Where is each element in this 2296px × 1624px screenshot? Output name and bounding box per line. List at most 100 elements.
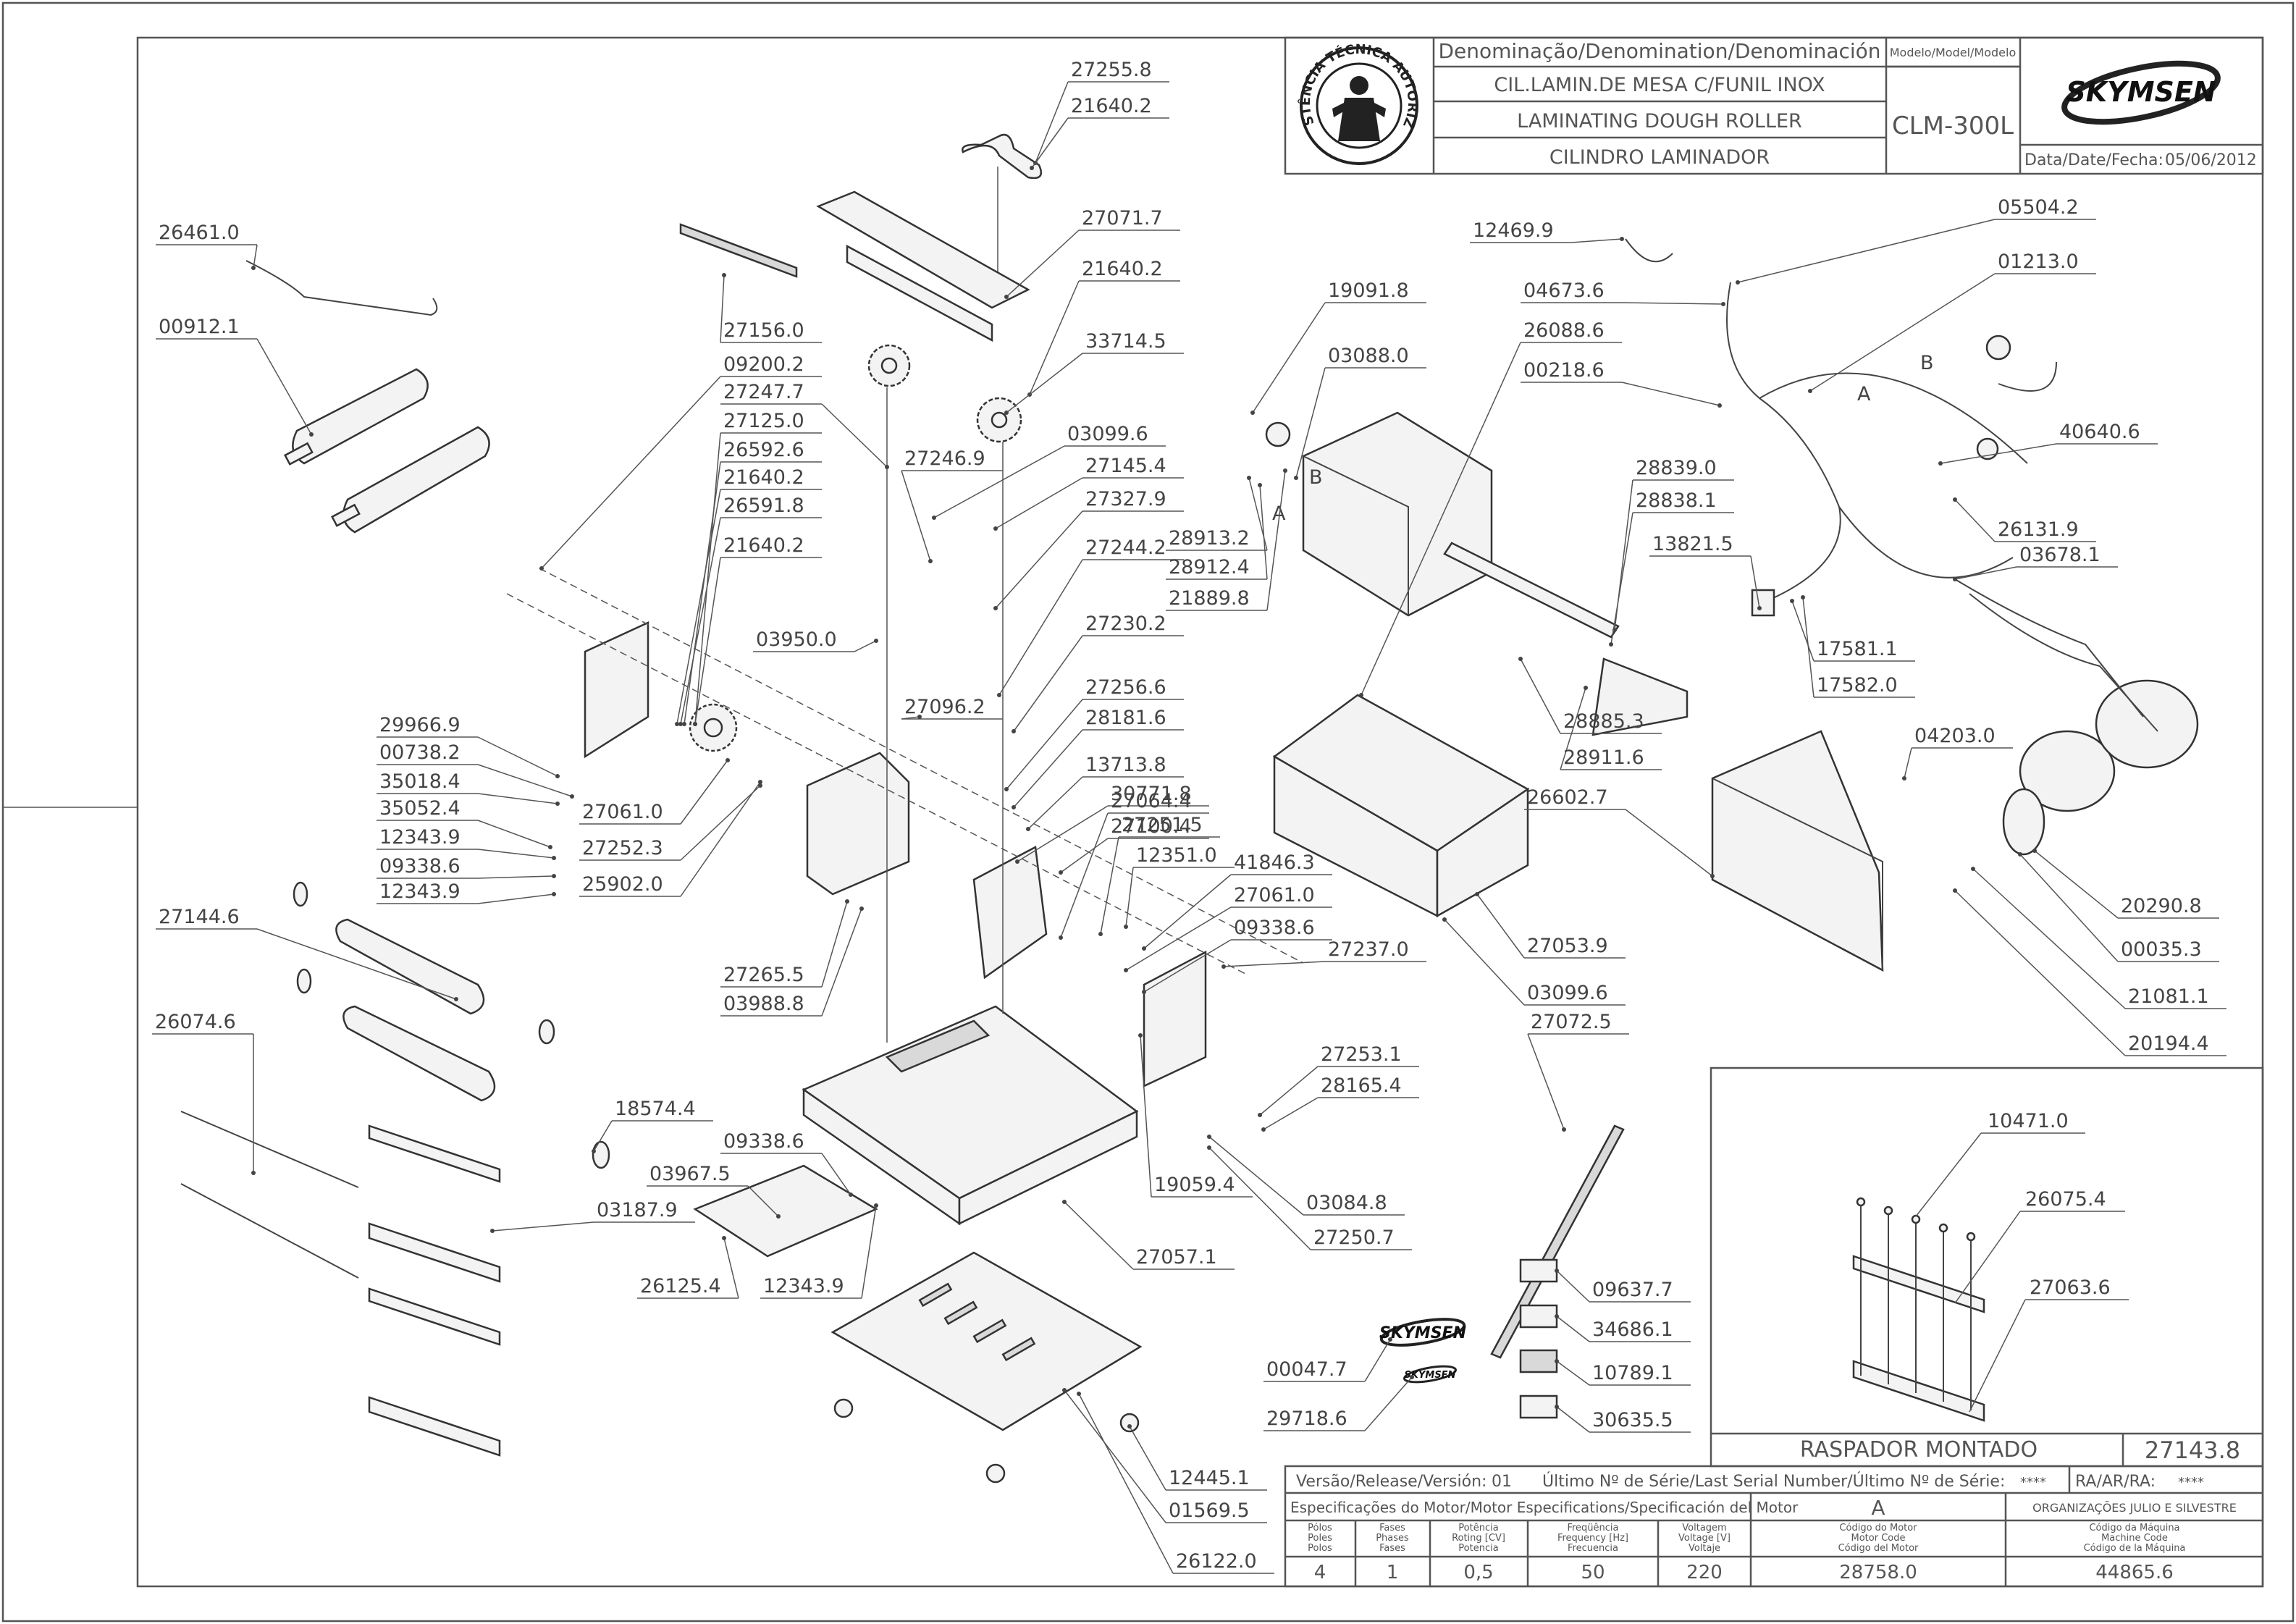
callout-35: 12343.9 (377, 880, 556, 904)
spec-header: Poles (1308, 1533, 1332, 1544)
callout-dot (1250, 411, 1255, 415)
callout-9: 09200.2 (539, 353, 822, 571)
callout-dot (1030, 166, 1034, 170)
part-number: 21081.1 (2128, 985, 2209, 1008)
callout-47: 27265.5 (720, 899, 849, 988)
callout-leader (747, 1185, 779, 1217)
callout-leader (1252, 302, 1326, 413)
top-cover (816, 190, 1030, 309)
callout-dot (928, 559, 933, 563)
callout-dot (993, 526, 998, 531)
part-number: 12343.9 (763, 1275, 844, 1297)
motor-spec-columns: PólosPolesPolos4FasesPhasesFases1Potênci… (1308, 1523, 2185, 1583)
part-number: 27256.6 (1085, 676, 1166, 699)
part-number: 12343.9 (379, 826, 461, 849)
callout-dot (1757, 606, 1762, 610)
motor-spec-label: Especificações do Motor/Motor Especifica… (1290, 1499, 1799, 1516)
callout-dot (1059, 935, 1063, 940)
callout-84: 26602.7 (1524, 786, 1715, 878)
part-number: 00738.2 (379, 741, 461, 764)
spec-header: Voltaje (1689, 1543, 1720, 1554)
spec-header: Frecuencia (1568, 1543, 1618, 1554)
part-number: 19059.4 (1154, 1174, 1235, 1196)
callout-leader (821, 1153, 851, 1195)
part-number: 27230.2 (1085, 613, 1166, 635)
spec-header: Pólos (1308, 1523, 1332, 1533)
callout-leader (998, 559, 1083, 696)
callout-leader (1013, 729, 1083, 808)
callout-8: 27156.0 (720, 273, 822, 343)
spec-header: Código do Motor (1839, 1523, 1917, 1533)
model-value: CLM-300L (1892, 112, 2014, 140)
callout-leader (1064, 1201, 1134, 1270)
inset-title: RASPADOR MONTADO (1800, 1437, 2038, 1463)
callout-leader (995, 510, 1083, 609)
callout-64: 04673.6 (1521, 279, 1725, 306)
spec-header: Frequency [Hz] (1557, 1533, 1628, 1544)
part-number: 29966.9 (379, 714, 461, 736)
callout-41: 12351.0 (1124, 844, 1235, 929)
callout-76: 26131.9 (1953, 497, 2096, 542)
part-number: 27327.9 (1085, 488, 1166, 510)
callout-leader (1208, 1136, 1304, 1216)
callout-dot (1207, 1135, 1211, 1139)
spec-value: 0,5 (1463, 1562, 1493, 1583)
callout-dot (1442, 917, 1447, 922)
callout-dot (1258, 483, 1262, 487)
callout-dot (758, 783, 762, 788)
callout-44: 09338.6 (1142, 917, 1332, 994)
part-number: 26602.7 (1527, 786, 1608, 809)
callout-33: 12343.9 (377, 826, 556, 860)
motor-cabinet (1272, 694, 1530, 918)
callout-leader (1556, 1406, 1590, 1433)
part-number: 17582.0 (1817, 674, 1898, 697)
callout-4: 21640.2 (1027, 258, 1180, 397)
part-number: 28165.4 (1321, 1074, 1402, 1097)
part-number: 27251.5 (1122, 814, 1203, 836)
callout-leader (1954, 499, 1996, 542)
callout-36: 27061.0 (579, 758, 730, 825)
callout-dot (726, 758, 730, 762)
spec-header: Voltage [V] (1678, 1533, 1731, 1544)
callout-dot (552, 874, 556, 878)
callout-dot (548, 845, 552, 849)
callout-dot (845, 899, 849, 904)
callout-dot (1801, 595, 1805, 599)
callout-leader (1143, 939, 1232, 993)
spec-value: 4 (1314, 1562, 1326, 1583)
callout-96: 00047.7 (1263, 1337, 1392, 1382)
callout-leader (1802, 597, 1814, 698)
shaft (1443, 542, 1620, 639)
callout-100: 26122.0 (1077, 1392, 1274, 1574)
callout-68: 19091.8 (1250, 279, 1426, 415)
inset-code: 27143.8 (2145, 1436, 2240, 1464)
part-number: 28911.6 (1563, 746, 1644, 769)
callout-leader (676, 489, 721, 725)
marker-b-left: B (1309, 466, 1323, 489)
callout-leader (1006, 353, 1083, 413)
callout-dot (1790, 599, 1794, 603)
callout-dot (1012, 729, 1016, 733)
callout-leader (541, 376, 721, 569)
callout-42: 41846.3 (1142, 851, 1332, 951)
callout-dot (932, 516, 936, 520)
callout-dot (693, 722, 697, 726)
callout-dot (251, 266, 256, 270)
callout-56: 27253.1 (1258, 1043, 1419, 1117)
decal-4 (1519, 1394, 1558, 1419)
callout-30: 00738.2 (377, 741, 574, 799)
callout-dot (1004, 295, 1009, 299)
callout-leader (1954, 566, 2017, 580)
part-number: 26591.8 (723, 495, 804, 517)
part-number: 27125.0 (723, 410, 804, 432)
callout-dot (1584, 686, 1588, 690)
ra-value: **** (2178, 1475, 2204, 1490)
callout-dot (1142, 946, 1146, 951)
callout-leader (1006, 230, 1080, 298)
callout-leader (1520, 658, 1561, 734)
callout-leader (1560, 687, 1586, 770)
callout-dot (1518, 657, 1523, 661)
electrical-box (1711, 730, 1884, 972)
callout-dot (678, 722, 683, 726)
